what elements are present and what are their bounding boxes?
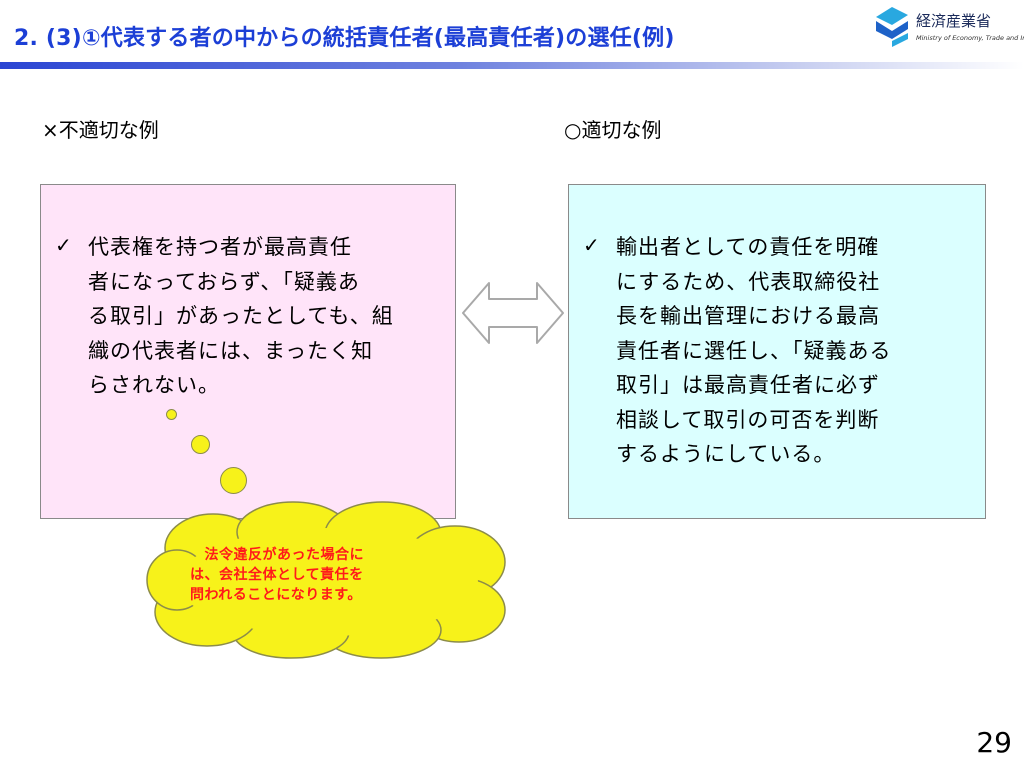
text-line: 代表権を持つ者が最高責任	[88, 235, 352, 259]
text-line: 取引」は最高責任者に必ず	[616, 373, 880, 397]
thought-bubble-small	[166, 409, 177, 420]
good-example-heading: ○適切な例	[564, 118, 662, 142]
text-line: にするため、代表取締役社	[616, 269, 881, 294]
text-line: 長を輸出管理における最高	[616, 304, 880, 328]
logo-subtitle: Ministry of Economy, Trade and Industry	[916, 34, 1024, 42]
double-arrow-icon	[462, 282, 564, 344]
page-title: 2. (3)①代表する者の中からの統括責任者(最高責任者)の選任(例)	[14, 26, 675, 51]
good-example-text: 輸出者としての責任を明確 にするため、代表取締役社 長を輸出管理における最高 責…	[616, 230, 892, 472]
text-line: る取引」があったとしても、組	[88, 304, 394, 328]
text-line: 輸出者としての責任を明確	[616, 235, 880, 259]
text-line: 法令違反があった場合に	[190, 547, 364, 563]
text-line: するようにしている。	[616, 442, 836, 466]
logo-name: 経済産業省	[916, 12, 992, 30]
text-line: 責任者に選任し、「疑義ある	[616, 338, 892, 363]
text-line: 織の代表者には、まったく知	[88, 338, 374, 363]
checkmark-icon: ✓	[583, 233, 600, 257]
good-example-box: ✓ 輸出者としての責任を明確 にするため、代表取締役社 長を輸出管理における最高…	[568, 184, 986, 519]
thought-bubble-large	[220, 467, 247, 494]
bad-example-heading: ×不適切な例	[42, 118, 159, 142]
bad-example-text: 代表権を持つ者が最高責任 者になっておらず、「疑義あ る取引」があったとしても、…	[88, 230, 394, 403]
bad-example-box: ✓ 代表権を持つ者が最高責任 者になっておらず、「疑義あ る取引」があったとして…	[40, 184, 456, 519]
checkmark-icon: ✓	[55, 233, 72, 257]
text-line: 問われることになります。	[190, 587, 362, 603]
meti-logo: 経済産業省 Ministry of Economy, Trade and Ind…	[872, 5, 1024, 51]
text-line: は、会社全体として責任を	[190, 567, 364, 583]
warning-cloud	[146, 501, 506, 659]
text-line: 相談して取引の可否を判断	[616, 407, 880, 432]
thought-bubble-medium	[191, 435, 210, 454]
text-line: らされない。	[88, 373, 220, 397]
page-number: 29	[976, 726, 1012, 759]
meti-logo-icon	[876, 7, 908, 47]
warning-message: 法令違反があった場合に は、会社全体として責任を 問われることになります。	[190, 545, 450, 605]
title-divider	[0, 62, 1024, 69]
text-line: 者になっておらず、「疑義あ	[88, 269, 360, 294]
